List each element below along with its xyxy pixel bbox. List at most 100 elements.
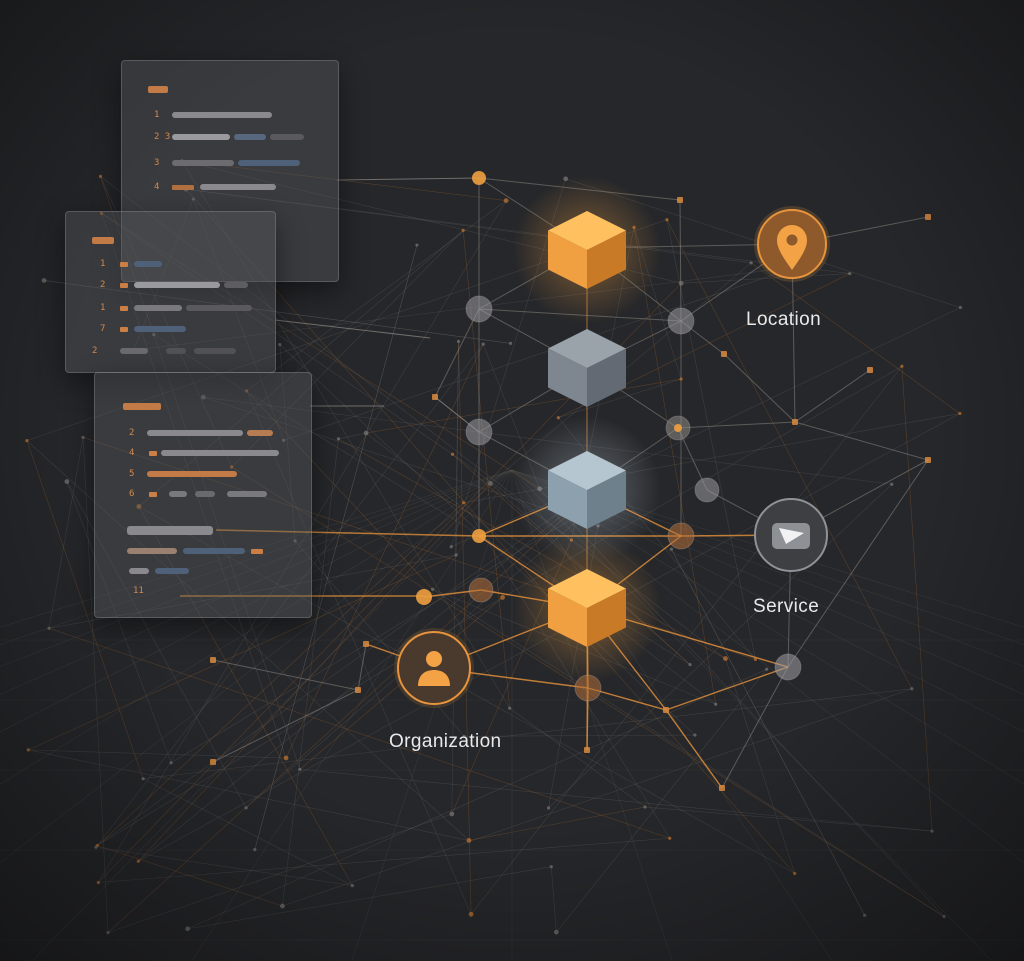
code-line [95,523,311,535]
small-node [900,364,904,368]
edge [212,689,359,763]
code-marker [149,492,157,497]
edge [794,369,871,423]
small-node [96,880,100,885]
code-bar [227,491,267,497]
edge [723,353,796,423]
code-bar [161,450,279,456]
small-node [910,687,914,691]
small-node [468,911,474,917]
small-node [643,805,647,809]
background-edge [338,432,367,440]
code-marker [172,185,194,190]
background-edge [509,707,646,808]
small-node [141,777,145,781]
edge [665,709,723,789]
small-node [461,228,465,232]
code-panel-3: 2 4 5 6 [94,372,312,618]
cube [548,329,626,407]
background-edge [750,262,961,414]
edge [665,666,789,711]
envelope-icon [772,523,810,549]
cube [512,175,662,325]
service-label: Service [753,596,820,617]
code-line: 1 [66,258,275,270]
small-node [449,811,455,817]
small-node [106,931,110,935]
accent-node [472,171,486,185]
junction-node [677,197,683,203]
line-number: 11 [133,586,144,596]
small-node [723,656,728,661]
small-node [136,859,140,863]
line-number: 1 [100,303,106,313]
service-node [754,498,828,572]
line-number: 5 [129,469,135,479]
code-line [95,565,311,577]
code-bar [183,548,245,554]
organization-node [394,628,474,708]
code-line: 7 [66,323,275,335]
small-node [336,437,341,441]
small-node [25,439,29,443]
line-number: 4 [129,448,135,458]
hub-node [667,522,695,550]
code-bar [194,348,236,354]
code-bar [172,134,230,140]
code-marker [251,549,263,554]
code-line: 2 3 [122,131,338,143]
code-bar [127,526,213,535]
code-bar [172,160,234,166]
code-bar [147,430,243,436]
small-node [679,377,683,381]
code-bar [270,134,304,140]
small-node [253,848,257,852]
background-edge [282,688,912,907]
junction-node [721,351,727,357]
edge [434,308,480,398]
code-bar [169,491,187,497]
small-node [454,553,458,557]
junction-node [210,657,216,663]
small-node [298,767,302,771]
background-edge [550,866,557,933]
line-number: 3 [154,158,160,168]
location-label: Location [746,309,822,330]
small-node [47,626,51,630]
code-bar [200,184,276,190]
line-number: 2 [92,346,98,356]
small-node [481,342,485,346]
line-number: 6 [129,489,135,499]
small-node [958,305,963,310]
junction-node [867,367,873,373]
small-node [693,733,697,737]
code-panel-1: 1 2 3 3 4 [121,60,339,282]
code-bar [224,282,248,288]
code-marker [120,327,128,332]
line-number: 1 [100,259,106,269]
small-node [430,587,435,591]
background-edge [187,668,767,930]
small-node [278,343,282,347]
code-bar [127,548,177,554]
code-line: 4 [122,181,338,193]
line-number: 2 3 [154,132,171,142]
small-node [556,416,560,420]
small-node [942,914,946,919]
junction-node [355,687,361,693]
organization-label: Organization [389,731,502,752]
line-number: 2 [100,280,106,290]
panel-header-bar [92,237,114,244]
small-node [280,903,285,909]
edge [212,659,359,691]
line-number: 1 [154,110,160,120]
code-line: 2 [66,345,275,357]
code-bar [172,112,272,118]
small-node [363,430,369,436]
small-node [283,755,289,761]
small-node [81,435,85,440]
code-bar [134,326,186,332]
small-node [753,657,758,662]
hub-node [667,307,695,335]
code-line: 1 [66,302,275,314]
